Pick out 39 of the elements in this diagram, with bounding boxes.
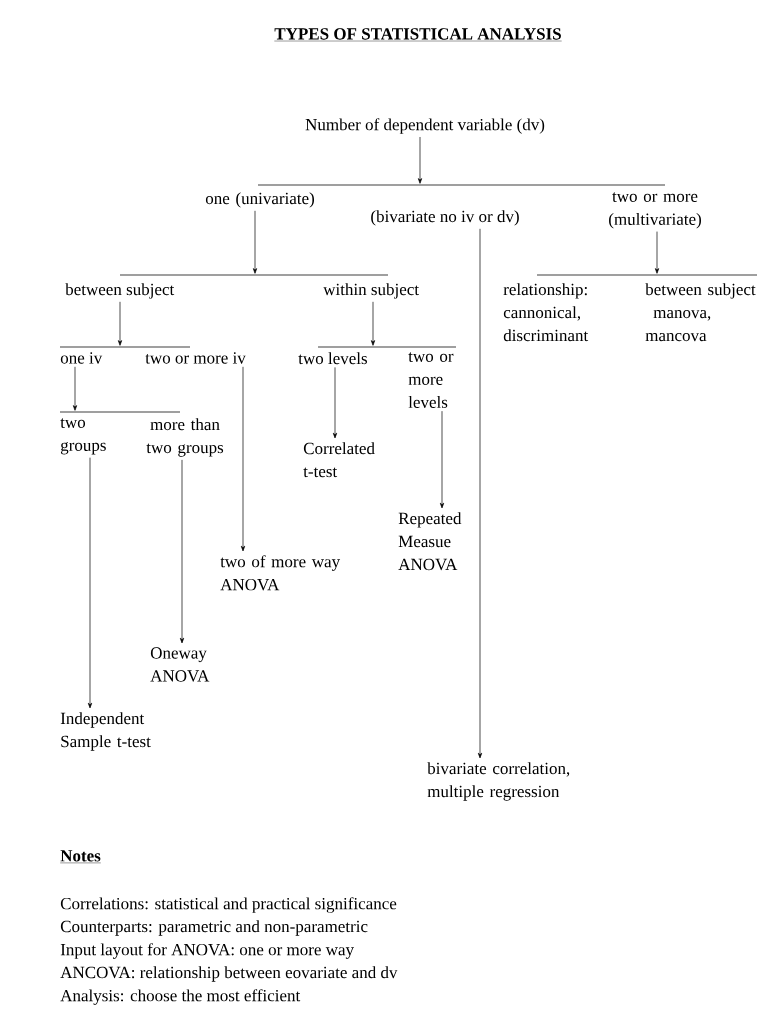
title: TYPES OF STATISTICAL ANALYSIS — [274, 28, 562, 42]
arrow — [117, 301, 123, 346]
node-text: two of more way ANOVA — [220, 555, 341, 591]
arrow — [252, 210, 258, 274]
note-text: ANCOVA: relationship between eovariate and dv — [60, 966, 398, 982]
node-text: Correlated t-test — [303, 442, 375, 478]
node-text: within subject — [323, 283, 419, 299]
node-text: Oneway ANOVA — [150, 647, 210, 682]
arrow — [654, 231, 660, 274]
node-text: one iv — [60, 352, 103, 364]
note-text: Input layout for ANOVA: one or more way — [60, 943, 354, 959]
arrow — [240, 366, 246, 552]
node-text: two or more iv — [145, 352, 246, 364]
node-text: bivariate correlation, multiple regression — [427, 762, 570, 801]
node-text: more than two groups — [146, 418, 224, 457]
node-text: two levels — [298, 352, 367, 365]
node-text: two groups — [60, 418, 106, 455]
arrow — [179, 459, 185, 644]
node-text: two or more levels — [408, 352, 454, 408]
node-text: Independent Sample t-test — [60, 712, 151, 751]
notes-heading: Notes — [60, 850, 101, 864]
arrow — [370, 301, 376, 346]
arrow — [439, 410, 445, 509]
note-text: Correlations: statistical and practical significance — [60, 897, 397, 913]
arrow — [417, 136, 423, 184]
node-text: between subject manova, mancova — [645, 283, 756, 342]
arrow — [87, 457, 93, 709]
node-text: (bivariate no iv or dv) — [371, 210, 519, 226]
node-text: two or more (multivariate) — [609, 192, 701, 229]
node-text: one (univariate) — [205, 192, 314, 208]
node-text: Number of dependent variable (dv) — [305, 118, 545, 134]
node-text: between subject — [65, 283, 175, 299]
arrow — [332, 367, 338, 439]
node-text: relationship: cannonical, discriminant — [503, 283, 589, 342]
arrow — [477, 228, 483, 759]
note-text: Analysis: choose the most efficient — [60, 989, 301, 1005]
arrow — [72, 366, 78, 411]
note-text: Counterparts: parametric and non-parametric — [60, 920, 368, 936]
node-text: Repeated Measue ANOVA — [398, 512, 462, 571]
